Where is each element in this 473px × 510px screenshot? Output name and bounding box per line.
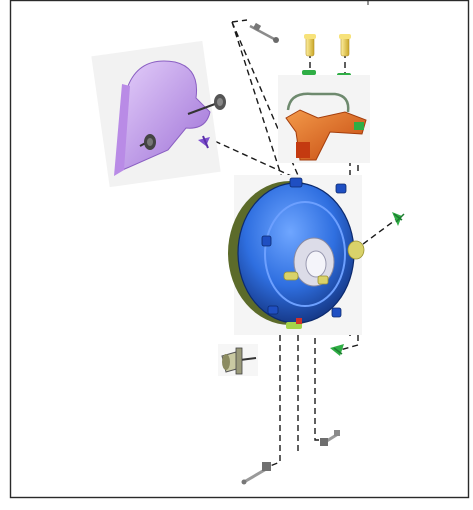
motor-cover bbox=[91, 40, 221, 188]
bolt-bottom-left bbox=[241, 462, 271, 485]
housing-body bbox=[228, 175, 365, 335]
cover-bolt-lower bbox=[139, 134, 156, 150]
motor-cover-shape bbox=[117, 60, 211, 173]
retainer-clip-right bbox=[392, 212, 405, 226]
leader-clip-right bbox=[354, 217, 399, 251]
mounting-bracket bbox=[278, 75, 370, 163]
frame-border bbox=[9, 0, 470, 499]
bolt-bottom-right bbox=[320, 430, 340, 446]
bracket-wire bbox=[286, 92, 350, 113]
mounting-screw-left bbox=[304, 34, 316, 57]
housing-rim bbox=[264, 201, 346, 307]
housing-tabs bbox=[261, 177, 347, 318]
rotor-assembly bbox=[218, 344, 258, 376]
bolt-top bbox=[249, 22, 279, 43]
retainer-clip-bottom bbox=[330, 344, 344, 356]
gear-assembly bbox=[283, 240, 365, 285]
cover-bolt-upper bbox=[187, 94, 226, 115]
leader-bottom-c bbox=[314, 318, 325, 441]
marker-clip bbox=[198, 135, 210, 149]
motor-cover-flange bbox=[114, 84, 130, 176]
leader-bottom-a bbox=[269, 325, 281, 467]
mounting-screw-right bbox=[339, 34, 351, 57]
